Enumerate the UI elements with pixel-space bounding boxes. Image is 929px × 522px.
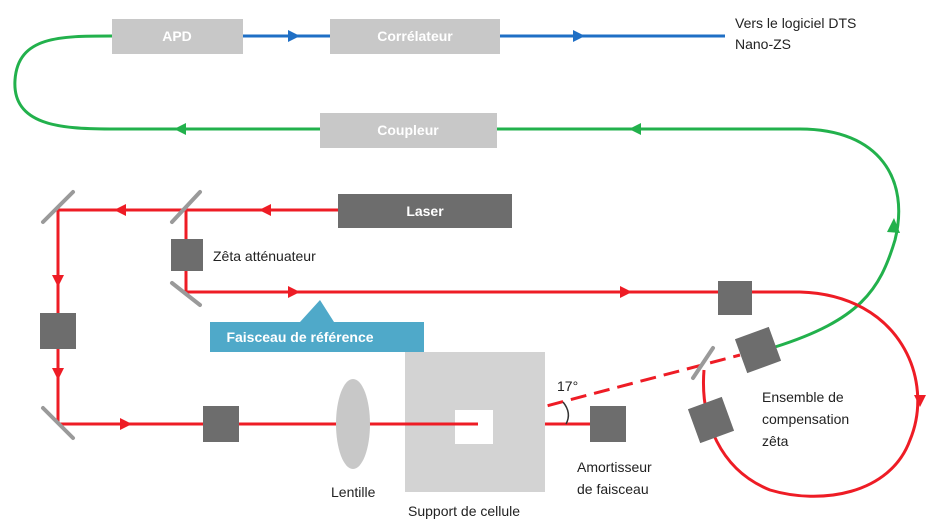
fiber-path bbox=[13, 34, 901, 349]
reference-beam-callout: Faisceau de référence bbox=[210, 300, 424, 352]
zeta-attenuator-block bbox=[171, 239, 203, 271]
compensation-label-line3: zêta bbox=[762, 433, 789, 449]
apd-box bbox=[112, 19, 243, 54]
dark-components bbox=[40, 239, 782, 444]
correlator-label: Corrélateur bbox=[377, 28, 453, 44]
damper-label-line1: Amortisseur bbox=[577, 459, 652, 475]
lens-label: Lentille bbox=[331, 484, 376, 500]
ref-block bbox=[718, 281, 752, 315]
angle-arc bbox=[562, 401, 570, 425]
fiber-arrow-2 bbox=[629, 123, 641, 135]
fiber-arrow-3 bbox=[887, 218, 900, 233]
software-label-line1: Vers le logiciel DTS bbox=[735, 15, 856, 31]
zeta-attenuator-label: Zêta atténuateur bbox=[213, 248, 316, 264]
signal-arrow-1 bbox=[288, 30, 300, 42]
apd-label: APD bbox=[162, 28, 192, 44]
laser-box bbox=[338, 194, 512, 228]
cell-window bbox=[455, 410, 493, 444]
fiber-arrow-1 bbox=[174, 123, 186, 135]
angle-label: 17° bbox=[557, 378, 578, 394]
correlator-box bbox=[330, 19, 500, 54]
coupler-label: Coupleur bbox=[377, 122, 439, 138]
compensation-label-line2: compensation bbox=[762, 411, 849, 427]
laser-arrows bbox=[52, 204, 926, 430]
compensation-label-line1: Ensemble de bbox=[762, 389, 844, 405]
cell-support-label: Support de cellule bbox=[408, 503, 520, 519]
compensation-block-2 bbox=[687, 396, 735, 444]
signal-arrow-2 bbox=[573, 30, 585, 42]
damper-label-line2: de faisceau bbox=[577, 481, 649, 497]
beam-damper-block bbox=[590, 406, 626, 442]
compensation-block-1 bbox=[734, 326, 782, 374]
mirrors bbox=[41, 190, 715, 440]
scattered-beam bbox=[477, 353, 741, 426]
path-block bbox=[203, 406, 239, 442]
lens-shape bbox=[336, 379, 370, 469]
software-label-line2: Nano-ZS bbox=[735, 36, 791, 52]
coupler-box bbox=[320, 113, 497, 148]
reference-beam-label: Faisceau de référence bbox=[226, 329, 373, 345]
laser-label: Laser bbox=[406, 203, 444, 219]
left-attenuator-block bbox=[40, 313, 76, 349]
